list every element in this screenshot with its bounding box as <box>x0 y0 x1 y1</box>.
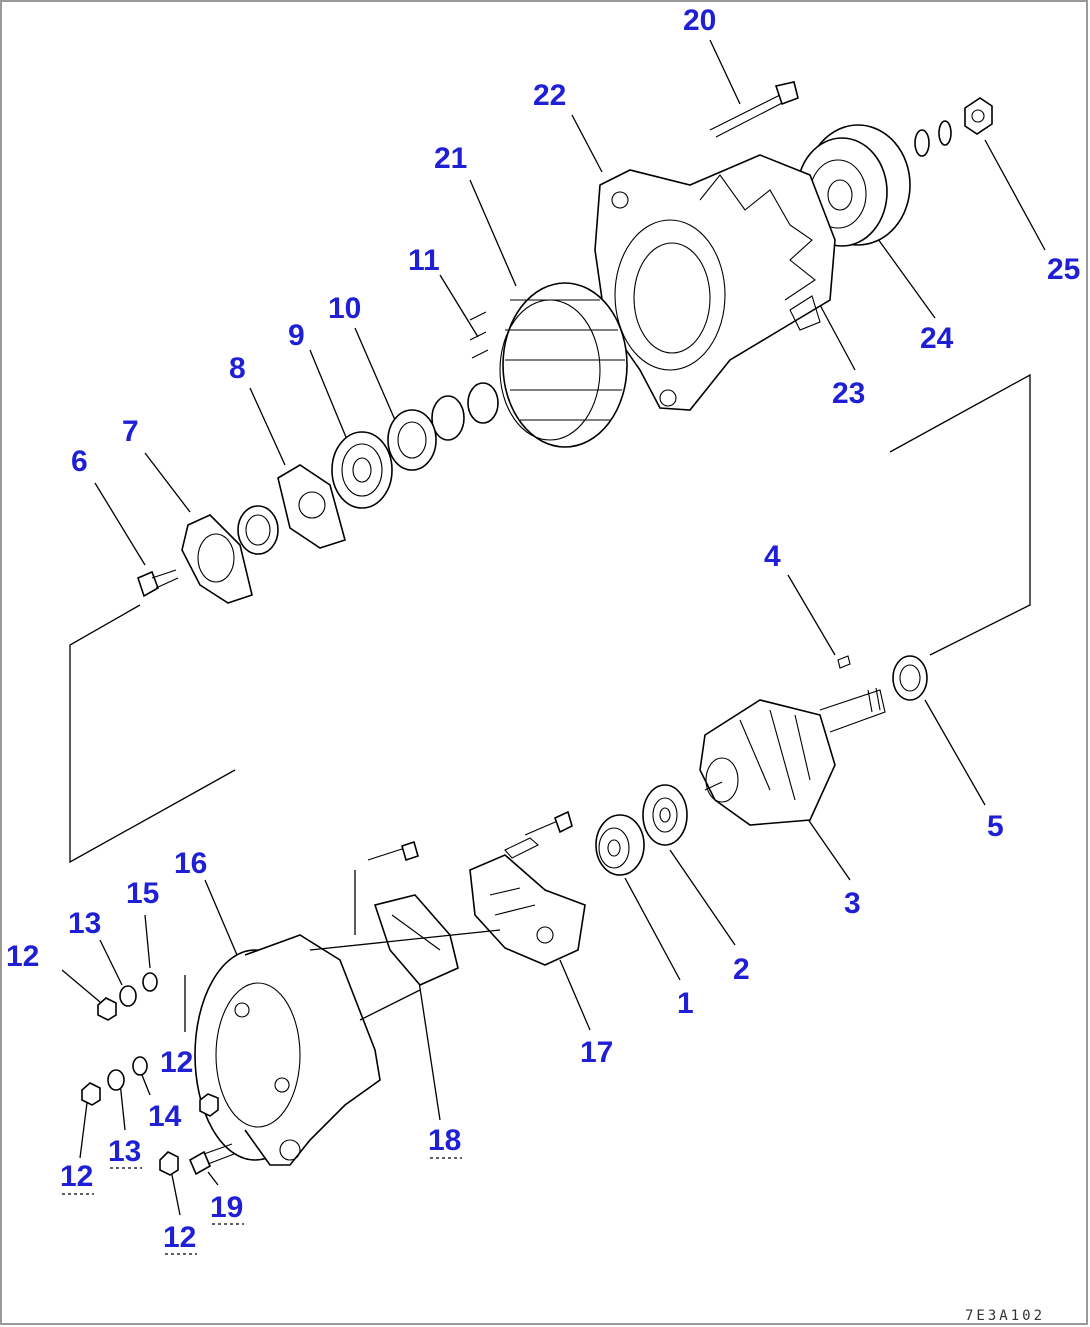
callout-12d: 12 <box>163 1221 196 1254</box>
part-5-collar <box>892 655 928 701</box>
part-8-plate <box>277 464 346 549</box>
seal-ring <box>237 505 279 555</box>
part-18-regulator <box>373 894 459 986</box>
callout-25: 25 <box>1047 253 1080 286</box>
washers-near-nut <box>914 120 952 157</box>
callout-12a: 12 <box>6 940 39 973</box>
callout-24: 24 <box>920 322 954 355</box>
callout-2: 2 <box>733 953 750 986</box>
part-22-front-bracket <box>594 154 836 411</box>
callout-16: 16 <box>174 847 207 880</box>
leader-lines <box>61 39 1046 1216</box>
part-25-nut <box>964 97 993 135</box>
assembly-lines <box>69 373 1031 864</box>
part-1-bearing <box>595 814 645 876</box>
callout-6: 6 <box>71 445 88 478</box>
callout-3: 3 <box>844 887 861 920</box>
callout-23: 23 <box>832 377 865 410</box>
callout-9: 9 <box>288 319 305 352</box>
callout-15: 15 <box>126 877 159 910</box>
part-21-stator <box>499 282 628 448</box>
callout-13a: 13 <box>68 907 101 940</box>
callout-11: 11 <box>408 244 440 277</box>
callout-1: 1 <box>677 987 694 1020</box>
callout-labels: 20 22 21 11 10 9 8 7 6 25 24 23 4 5 3 2 … <box>6 4 1080 1254</box>
callout-20: 20 <box>683 4 716 37</box>
callout-13b: 13 <box>108 1135 141 1168</box>
part-10-washer-set <box>387 382 499 471</box>
callout-21: 21 <box>434 142 467 175</box>
part-9-bearing <box>331 431 393 509</box>
part-23-fan-tab <box>789 295 821 331</box>
callout-8: 8 <box>229 352 246 385</box>
part-4-key <box>837 655 851 669</box>
callout-18: 18 <box>428 1124 461 1157</box>
callout-underlines <box>62 1157 462 1255</box>
part-16-rear-housing <box>194 929 501 1166</box>
part-6-screw <box>137 569 179 598</box>
part-11-rings <box>469 311 489 359</box>
callout-17: 17 <box>580 1036 613 1069</box>
callout-7: 7 <box>122 415 139 448</box>
callout-4: 4 <box>764 540 781 573</box>
part-20-bolt <box>709 81 799 138</box>
callout-5: 5 <box>987 810 1004 843</box>
callout-12c: 12 <box>60 1160 93 1193</box>
callout-10: 10 <box>328 292 361 325</box>
callout-22: 22 <box>533 79 566 112</box>
clip-and-screw <box>504 810 573 859</box>
callout-14: 14 <box>148 1100 182 1133</box>
part-12-13-14-15-nuts <box>81 972 219 1176</box>
part-7-retainer <box>181 514 253 604</box>
drawing-code: 7E3A102 <box>965 1308 1045 1324</box>
callout-19: 19 <box>210 1191 243 1224</box>
part-3-rotor <box>699 687 886 826</box>
screw-top <box>354 840 419 935</box>
part-17-rectifier <box>469 854 586 966</box>
callout-12b: 12 <box>160 1046 193 1079</box>
part-2-bearing <box>642 784 688 846</box>
part-19-bolt <box>188 1143 235 1176</box>
